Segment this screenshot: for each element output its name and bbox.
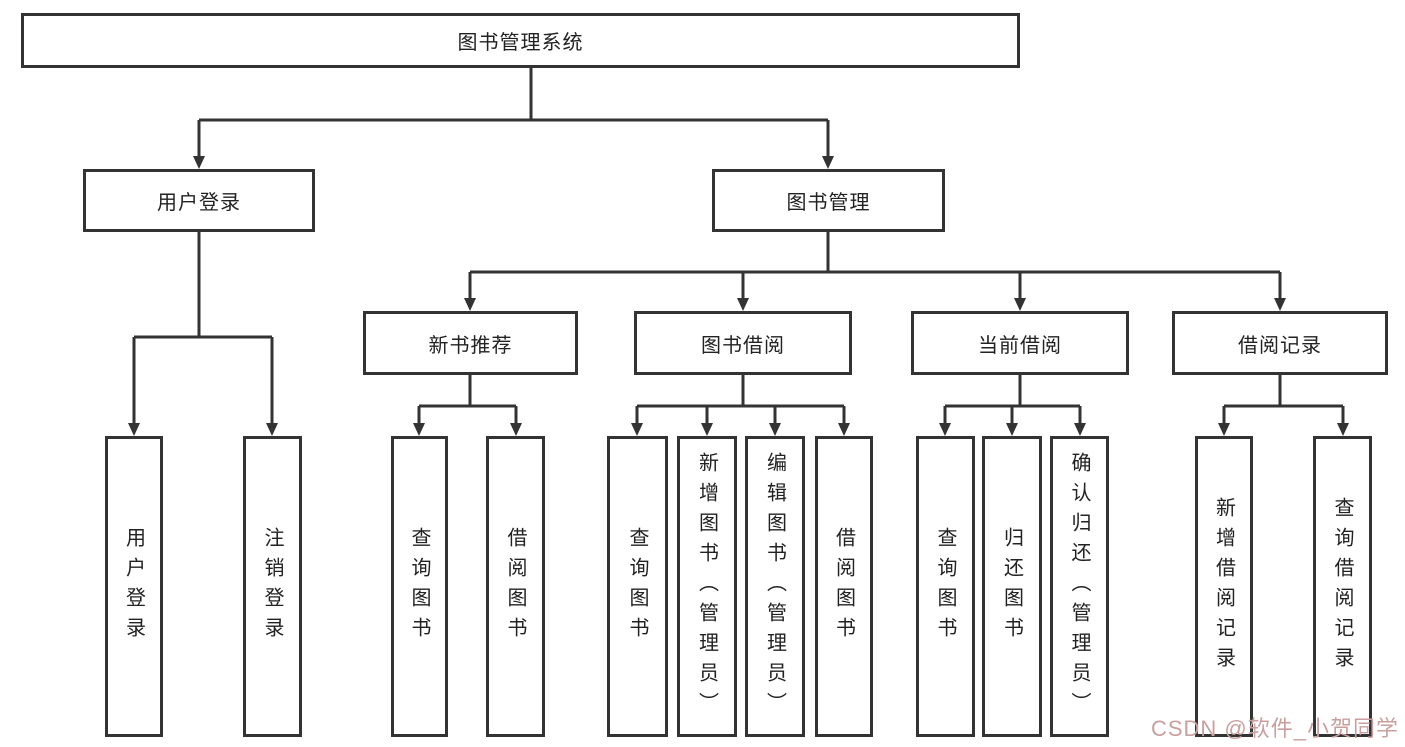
node-user-login: 用户登录 xyxy=(83,169,315,232)
node-label: 图书管理系统 xyxy=(457,32,584,54)
leaf-user-login: 用户登录 xyxy=(105,436,163,737)
leaf-add-borrow-record: 新增借阅记录 xyxy=(1195,436,1253,737)
leaf-label: 借阅图书 xyxy=(504,526,526,647)
node-label: 用户登录 xyxy=(157,192,241,214)
leaf-label: 注销登录 xyxy=(261,526,283,647)
node-current-borrow: 当前借阅 xyxy=(911,311,1129,375)
leaf-label: 确认归还（管理员） xyxy=(1068,451,1090,722)
leaf-label: 查询借阅记录 xyxy=(1331,496,1353,677)
leaf-return-books: 归还图书 xyxy=(982,436,1042,737)
node-library-system: 图书管理系统 xyxy=(21,13,1020,68)
leaf-label: 新增图书（管理员） xyxy=(695,451,718,722)
leaf-add-book-admin: 新增图书（管理员） xyxy=(677,436,737,737)
leaf-label: 借阅图书 xyxy=(832,526,855,647)
node-label: 图书借阅 xyxy=(701,334,785,357)
leaf-label: 用户登录 xyxy=(122,526,145,647)
leaf-borrow-books: 借阅图书 xyxy=(815,436,873,737)
leaf-edit-book-admin: 编辑图书（管理员） xyxy=(745,436,805,737)
leaf-label: 新增借阅记录 xyxy=(1212,496,1235,677)
leaf-logout: 注销登录 xyxy=(243,436,302,737)
node-label: 当前借阅 xyxy=(978,334,1062,357)
node-label: 新书推荐 xyxy=(428,334,513,357)
leaf-label: 查询图书 xyxy=(626,526,648,647)
leaf-borrow-books-recommend: 借阅图书 xyxy=(486,436,545,737)
csdn-watermark: CSDN @软件_小贺同学 xyxy=(1150,716,1399,741)
leaf-label: 查询图书 xyxy=(408,526,430,647)
leaf-query-borrow-record: 查询借阅记录 xyxy=(1313,436,1372,737)
leaf-label: 归还图书 xyxy=(1000,526,1023,647)
leaf-query-books-borrow: 查询图书 xyxy=(607,436,668,737)
leaf-label: 编辑图书（管理员） xyxy=(763,451,786,722)
node-label: 图书管理 xyxy=(786,192,871,214)
leaf-confirm-return-admin: 确认归还（管理员） xyxy=(1050,436,1109,737)
leaf-query-books-recommend: 查询图书 xyxy=(391,436,448,737)
node-label: 借阅记录 xyxy=(1238,334,1322,357)
node-borrow-records: 借阅记录 xyxy=(1172,311,1388,375)
leaf-label: 查询图书 xyxy=(934,526,956,647)
node-book-borrow: 图书借阅 xyxy=(634,311,852,375)
node-book-management: 图书管理 xyxy=(712,169,945,232)
node-new-book-recommend: 新书推荐 xyxy=(363,311,578,375)
leaf-query-books-current: 查询图书 xyxy=(916,436,975,737)
